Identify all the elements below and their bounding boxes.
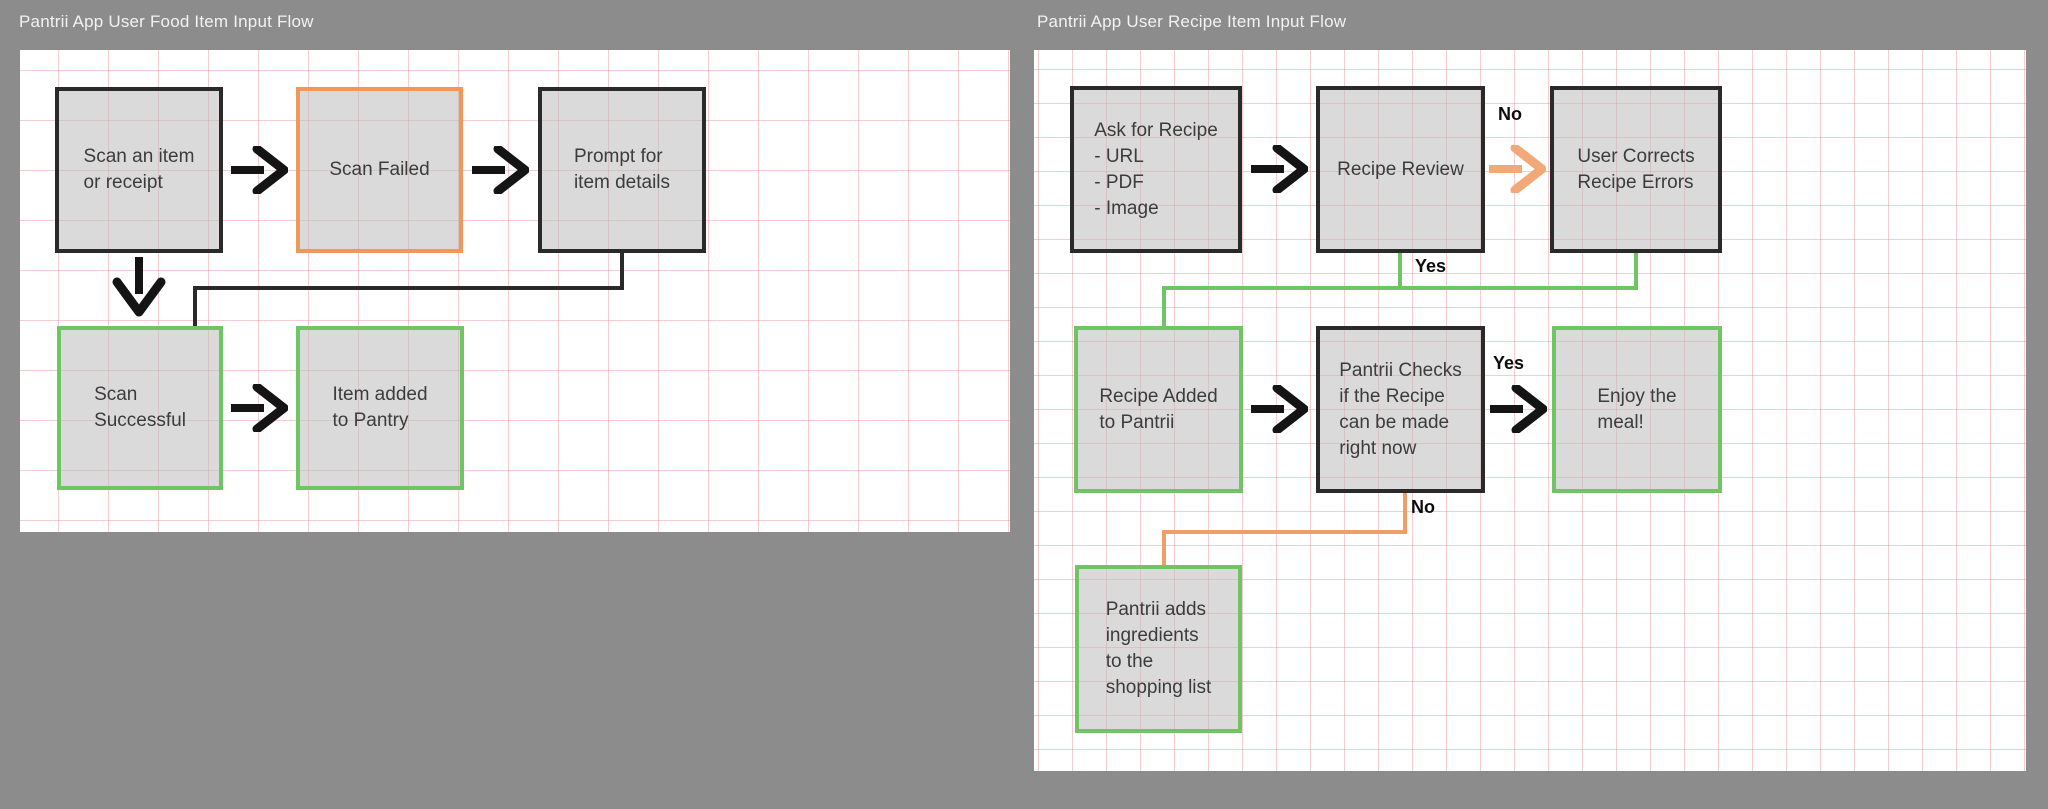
connector-orange-vertical-segment <box>1403 493 1407 534</box>
node-recipe-review[interactable]: Recipe Review <box>1316 86 1485 253</box>
node-prompt-details[interactable]: Prompt for item details <box>538 87 706 253</box>
node-scan-failed-label: Scan Failed <box>329 159 430 180</box>
edge-label-no: No <box>1411 497 1435 517</box>
arrow-right-icon <box>1251 385 1308 433</box>
arrow-right-icon <box>1490 385 1547 433</box>
node-ask-recipe[interactable]: Ask for Recipe - URL - PDF - Image <box>1070 86 1242 253</box>
node-scan-failed[interactable]: Scan Failed <box>296 87 463 253</box>
node-recipe-added-label: Recipe Added to Pantrii <box>1099 385 1218 433</box>
connector-dark-horizontal-segment <box>193 286 624 290</box>
node-adds-ingredients[interactable]: Pantrii adds ingredients to the shopping… <box>1075 565 1242 733</box>
edge-label-yes: Yes <box>1415 256 1447 276</box>
connector-green-vertical-segment <box>1398 253 1402 290</box>
edge-label-no: No <box>1498 104 1522 124</box>
connector-orange-vertical-segment <box>1162 530 1166 565</box>
arrow-right-orange-icon <box>1489 145 1546 193</box>
node-enjoy-meal[interactable]: Enjoy the meal! <box>1552 326 1722 493</box>
node-pantrii-checks[interactable]: Pantrii Checks if the Recipe can be made… <box>1316 326 1485 493</box>
connector-orange-horizontal-segment <box>1162 530 1407 534</box>
node-enjoy-meal-label: Enjoy the meal! <box>1597 385 1677 433</box>
arrow-right-icon <box>231 384 288 432</box>
arrow-down-icon <box>112 257 166 317</box>
node-adds-ingredients-label: Pantrii adds ingredients to the shopping… <box>1105 599 1212 698</box>
node-user-corrects-label: User Corrects Recipe Errors <box>1577 145 1695 193</box>
node-scan-item-label: Scan an item or receipt <box>83 146 195 193</box>
connector-dark-vertical-segment <box>193 286 197 326</box>
node-pantrii-checks-label: Pantrii Checks if the Recipe can be made… <box>1339 359 1462 459</box>
node-item-added-label: Item added to Pantry <box>332 384 428 431</box>
node-scan-successful[interactable]: Scan Successful <box>57 326 223 490</box>
node-item-added[interactable]: Item added to Pantry <box>296 326 464 490</box>
food-flow-canvas: Scan an item or receipt Scan Failed Prom… <box>20 50 1010 532</box>
recipe-flow-canvas: Ask for Recipe - URL - PDF - Image Recip… <box>1034 50 2026 771</box>
connector-dark-vertical-segment <box>620 253 624 290</box>
node-prompt-details-label: Prompt for item details <box>573 146 671 193</box>
node-user-corrects[interactable]: User Corrects Recipe Errors <box>1550 86 1722 253</box>
connector-green-vertical-segment <box>1634 253 1638 290</box>
node-recipe-review-label: Recipe Review <box>1337 158 1464 180</box>
arrow-right-icon <box>472 146 529 194</box>
recipe-flow-title: Pantrii App User Recipe Item Input Flow <box>1037 12 1347 31</box>
connector-green-vertical-segment <box>1162 286 1166 326</box>
node-scan-item[interactable]: Scan an item or receipt <box>55 87 223 253</box>
connector-green-horizontal-segment <box>1162 286 1638 290</box>
edge-label-yes: Yes <box>1493 353 1525 373</box>
arrow-right-icon <box>1251 145 1308 193</box>
node-scan-successful-label: Scan Successful <box>94 384 186 431</box>
food-flow-title: Pantrii App User Food Item Input Flow <box>19 12 314 31</box>
node-ask-recipe-label: Ask for Recipe - URL - PDF - Image <box>1094 119 1218 219</box>
arrow-right-icon <box>231 146 288 194</box>
node-recipe-added[interactable]: Recipe Added to Pantrii <box>1074 326 1243 493</box>
